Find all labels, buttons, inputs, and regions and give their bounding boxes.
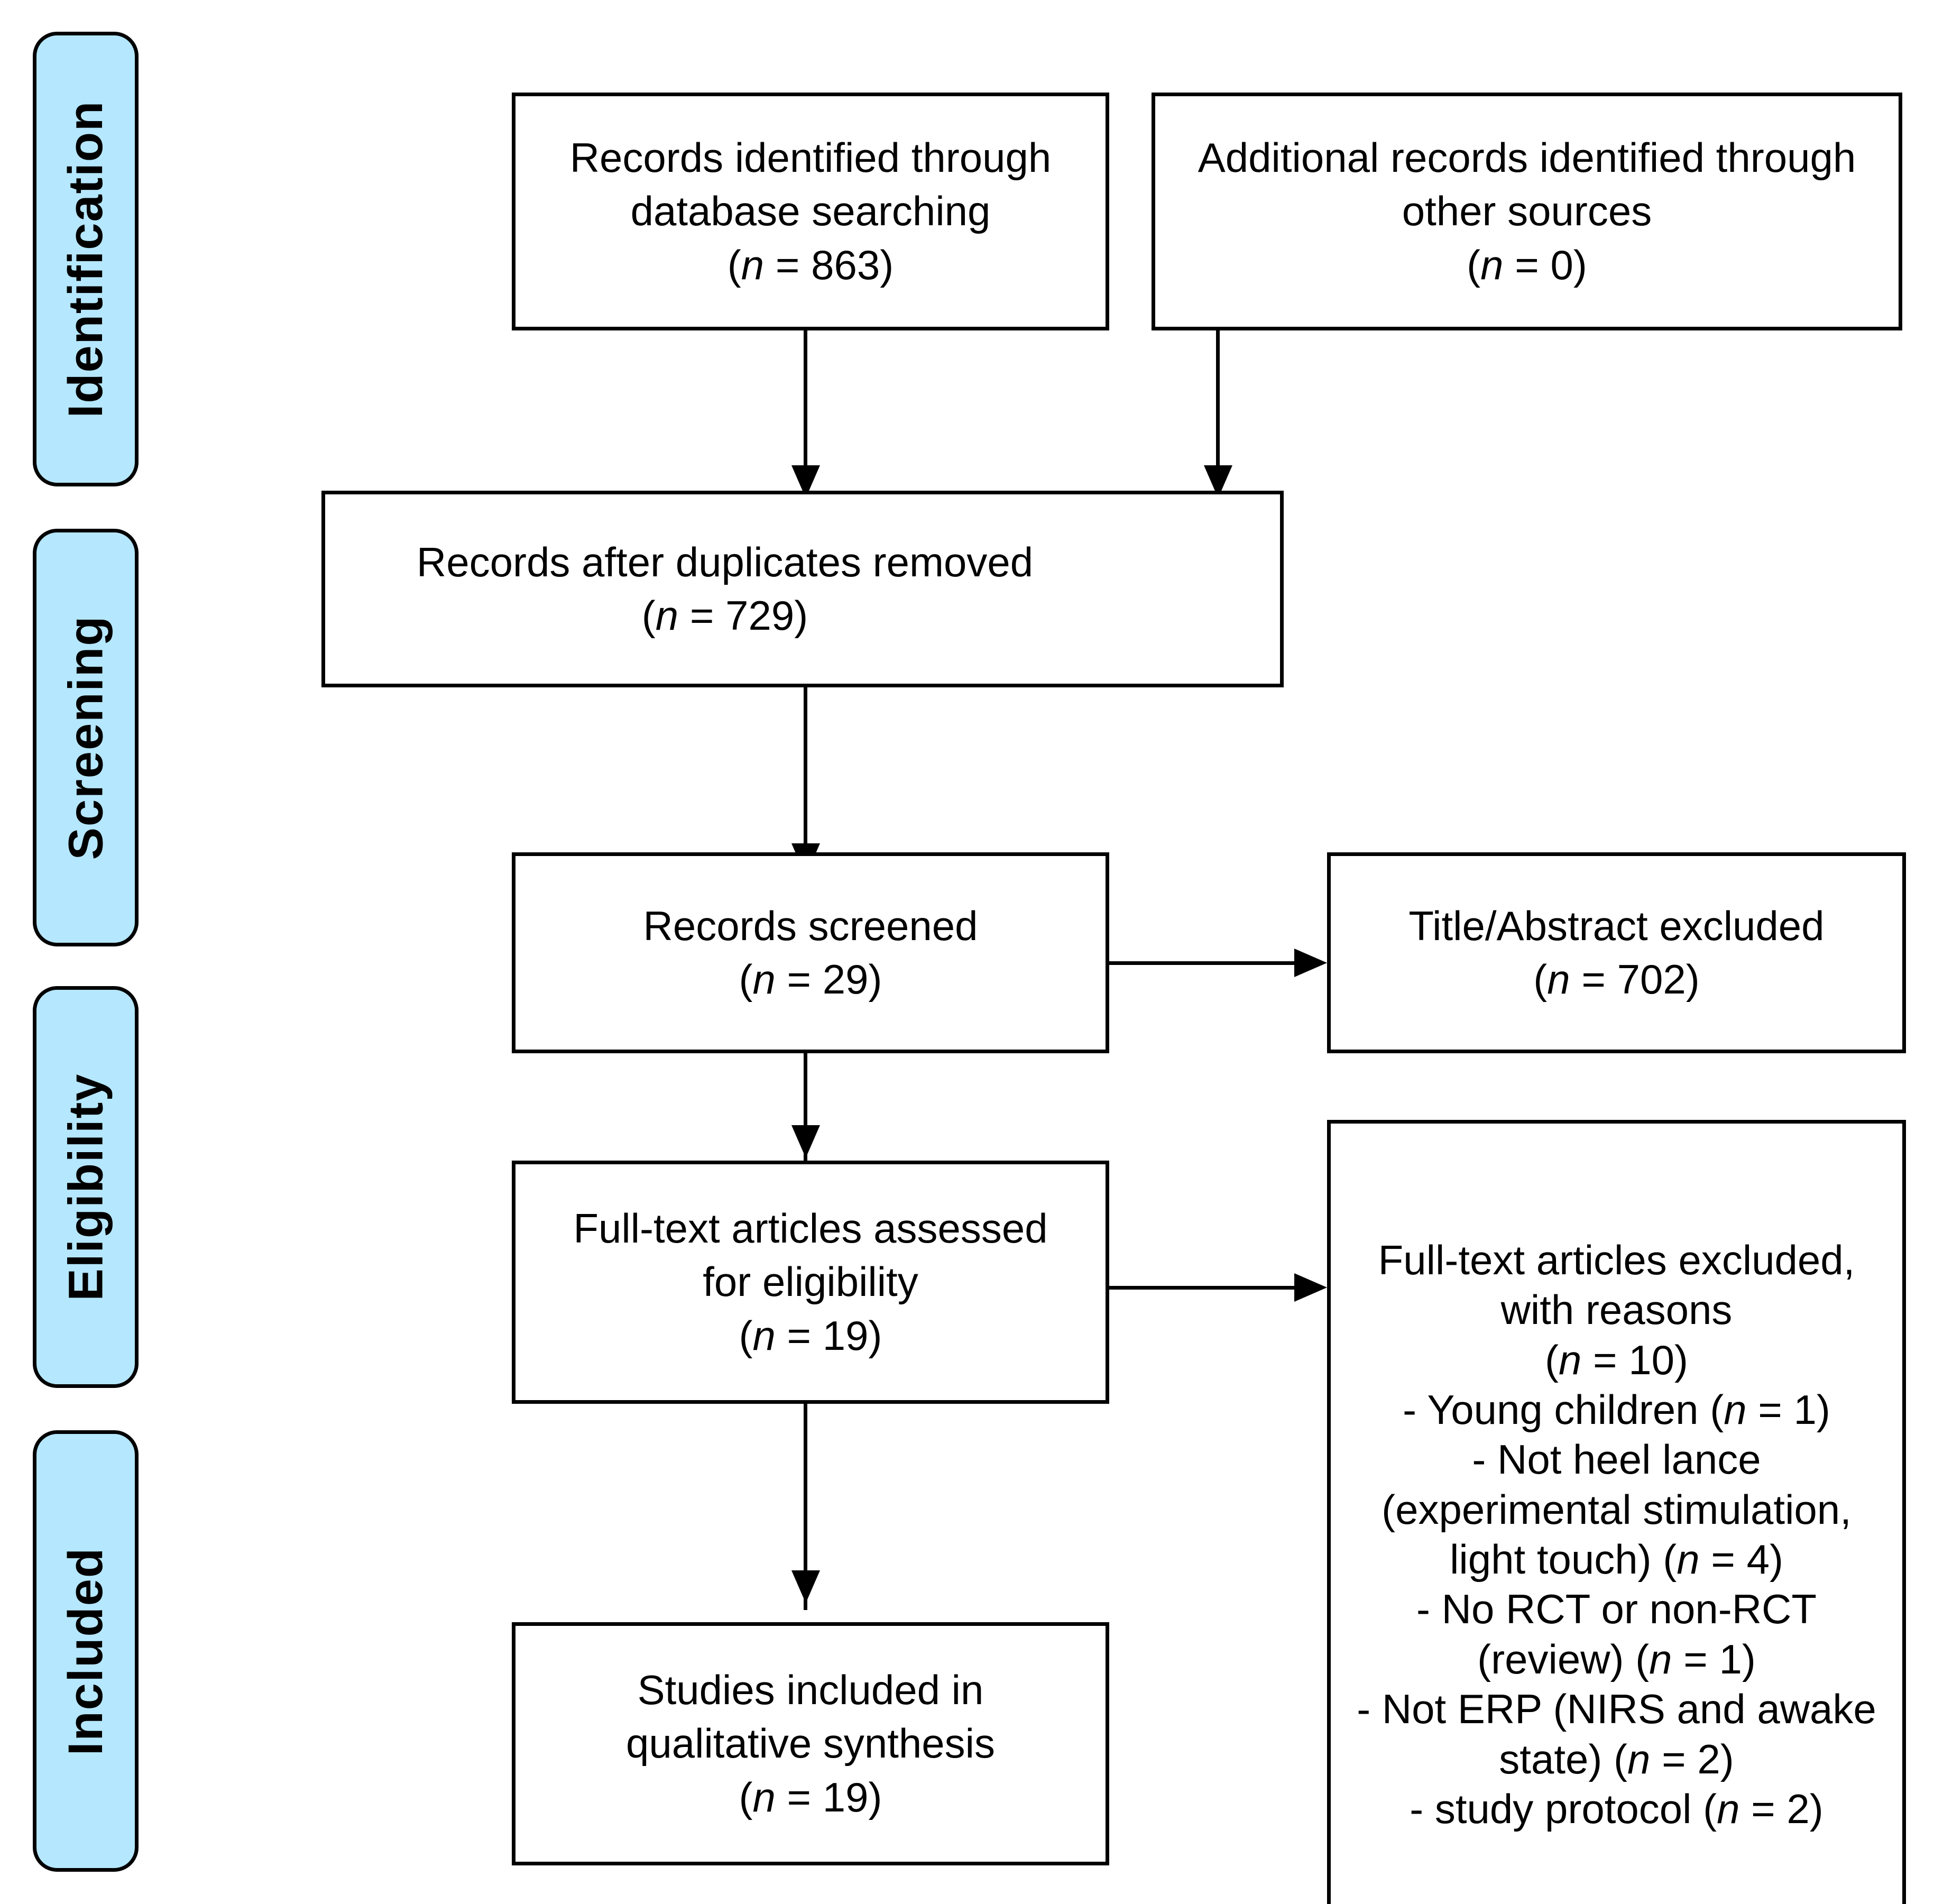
db-search-line2: database searching — [630, 188, 991, 235]
arrowhead-fulltext-to-studies-included — [791, 1570, 820, 1603]
connector-other-sources-to-duplicates — [1216, 330, 1220, 473]
studies-included-line1: Studies included in — [637, 1666, 984, 1713]
arrowhead-screened-to-title-abstract-excluded — [1294, 949, 1327, 977]
connector-fulltext-to-excluded-reasons — [1109, 1286, 1297, 1290]
other-sources-line2: other sources — [1402, 188, 1652, 235]
box-additional-records-other-sources: Additional records identified through ot… — [1152, 93, 1902, 330]
fulltext-assessed-line2: for eligibility — [703, 1258, 918, 1305]
connector-screened-to-fulltext — [804, 1053, 807, 1167]
duplicates-count: (n = 729) — [641, 592, 808, 639]
fulltext-assessed-count: (n = 19) — [739, 1312, 882, 1359]
stage-label-eligibility: Eligibility — [33, 986, 139, 1388]
db-search-count: (n = 863) — [727, 241, 894, 288]
stage-label-identification-text: Identification — [59, 100, 113, 418]
db-search-line1: Records identified through — [569, 134, 1052, 181]
box-records-screened: Records screened (n = 29) — [512, 852, 1109, 1053]
box-records-after-duplicates-removed: Records after duplicates removed (n = 72… — [321, 491, 1284, 687]
stage-label-screening: Screening — [33, 529, 139, 946]
stage-label-screening-text: Screening — [59, 615, 113, 860]
box-title-abstract-excluded: Title/Abstract excluded (n = 702) — [1327, 852, 1906, 1053]
exclusion-reason-no-rct: - No RCT or non-RCT (review) (n = 1) — [1416, 1586, 1817, 1682]
records-screened-count: (n = 29) — [739, 956, 882, 1002]
stage-label-eligibility-text: Eligibility — [59, 1073, 113, 1301]
exclusion-reason-not-erp: - Not ERP (NIRS and awake state) (n = 2) — [1357, 1686, 1876, 1782]
title-abstract-line1: Title/Abstract excluded — [1408, 902, 1825, 949]
arrowhead-fulltext-to-excluded-reasons — [1294, 1273, 1327, 1302]
box-fulltext-articles-assessed: Full-text articles assessed for eligibil… — [512, 1161, 1109, 1404]
other-sources-line1: Additional records identified through — [1198, 134, 1856, 181]
stage-label-identification: Identification — [33, 32, 139, 486]
stage-label-included: Included — [33, 1430, 139, 1872]
other-sources-count: (n = 0) — [1467, 241, 1587, 288]
exclusion-reason-study-protocol: - study protocol (n = 2) — [1410, 1785, 1824, 1832]
exclusion-reason-not-heel-lance: - Not heel lance (experimental stimulati… — [1382, 1436, 1852, 1583]
title-abstract-count: (n = 702) — [1533, 956, 1700, 1002]
duplicates-line1: Records after duplicates removed — [416, 538, 1034, 585]
box-records-identified-database: Records identified through database sear… — [512, 93, 1109, 330]
studies-included-line2: qualitative synthesis — [625, 1720, 996, 1767]
exclusion-reason-young-children: - Young children (n = 1) — [1403, 1386, 1830, 1433]
fulltext-excluded-line1: Full-text articles excluded, — [1378, 1236, 1855, 1283]
arrowhead-screened-to-fulltext — [791, 1125, 820, 1158]
studies-included-count: (n = 19) — [739, 1773, 882, 1820]
box-fulltext-articles-excluded-with-reasons: Full-text articles excluded, with reason… — [1327, 1120, 1906, 1904]
fulltext-assessed-line1: Full-text articles assessed — [573, 1204, 1048, 1252]
connector-duplicates-to-screened — [804, 687, 807, 851]
box-studies-included-qualitative-synthesis: Studies included in qualitative synthesi… — [512, 1622, 1109, 1865]
records-screened-line1: Records screened — [643, 902, 978, 949]
connector-fulltext-to-studies-included — [804, 1404, 807, 1610]
fulltext-excluded-count: (n = 10) — [1544, 1336, 1689, 1383]
fulltext-excluded-line2: with reasons — [1500, 1286, 1733, 1333]
connector-db-search-to-duplicates — [804, 330, 807, 473]
connector-screened-to-title-abstract-excluded — [1109, 961, 1297, 965]
stage-label-included-text: Included — [59, 1547, 113, 1755]
